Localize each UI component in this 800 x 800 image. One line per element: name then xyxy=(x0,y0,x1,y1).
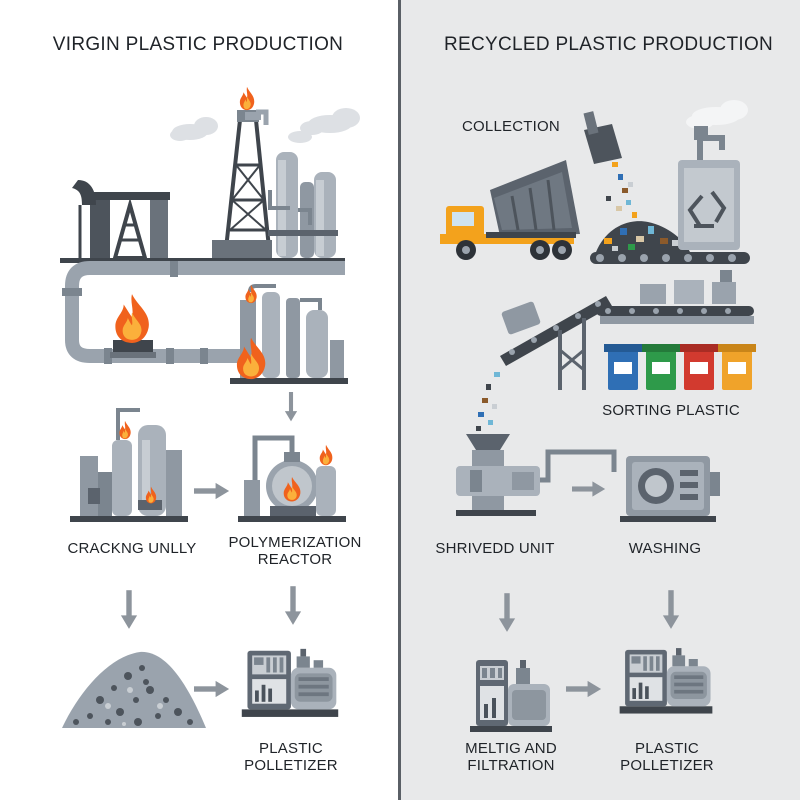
right-panel-background xyxy=(400,0,800,800)
cloud-icon xyxy=(170,117,218,141)
washing-label: WASHING xyxy=(628,540,702,557)
cloud-icon xyxy=(288,108,360,143)
cracking-unit-label: CRACKNG UNLLY xyxy=(67,540,197,557)
melting-filtration-label: MELTIG AND FILTRATION xyxy=(446,740,576,774)
melting-label-line2: FILTRATION xyxy=(467,757,555,774)
dump-truck-icon xyxy=(440,160,580,260)
falling-plastic-pieces xyxy=(476,372,500,431)
polymerization-label-line2: REACTOR xyxy=(257,551,333,568)
bin-orange xyxy=(718,344,756,390)
dump-bucket-icon xyxy=(583,111,622,164)
cloud-icon xyxy=(686,100,748,129)
sorting-conveyor xyxy=(500,270,754,390)
cracking-unit-icon xyxy=(70,408,188,522)
right-pelletizer-label-line2: POLLETIZER xyxy=(620,757,714,774)
ground-line xyxy=(60,258,345,263)
recycle-icon xyxy=(687,190,727,228)
polymerization-reactor-icon xyxy=(238,435,346,522)
left-panel-title: VIRGIN PLASTIC PRODUCTION xyxy=(52,34,344,55)
shredder-icon xyxy=(456,434,617,516)
washing-machine-icon xyxy=(620,456,720,522)
pumpjack-icon xyxy=(72,180,170,260)
right-pelletizer-label-line1: PLASTIC xyxy=(635,740,699,757)
bin-green xyxy=(642,344,680,390)
left-pelletizer-label-line1: PLASTIC xyxy=(259,740,323,757)
right-pelletizer-label: PLASTIC POLLETIZER xyxy=(602,740,732,774)
burner-icon xyxy=(110,340,156,358)
oil-derrick-icon xyxy=(212,109,273,260)
left-pelletizer-label: PLASTIC POLLETIZER xyxy=(226,740,356,774)
panel-divider xyxy=(398,0,401,800)
bin-red xyxy=(680,344,718,390)
sorting-bins xyxy=(604,344,756,390)
melting-label-line1: MELTIG AND xyxy=(465,740,557,757)
left-pelletizer-label-line2: POLLETIZER xyxy=(244,757,338,774)
right-panel-title: RECYCLED PLASTIC PRODUCTION xyxy=(444,34,774,55)
sorting-label: SORTING PLASTIC xyxy=(602,402,740,419)
melting-filtration-icon xyxy=(470,660,552,732)
pipe-flanges xyxy=(62,261,208,364)
plastic-waste-pile xyxy=(596,221,690,252)
conveyor-belt xyxy=(590,252,750,264)
collection-label: COLLECTION xyxy=(462,118,560,135)
shredder-label: SHRIVEDD UNIT xyxy=(435,540,555,557)
refinery-tanks-icon xyxy=(268,152,338,258)
pellet-pile-icon xyxy=(62,651,206,728)
polymerization-reactor-label: POLYMERIZATION REACTOR xyxy=(220,534,370,568)
pipeline xyxy=(65,261,345,363)
polymerization-label-line1: POLYMERIZATION xyxy=(228,534,362,551)
falling-plastic-pieces xyxy=(606,162,637,218)
bin-blue xyxy=(604,344,642,390)
